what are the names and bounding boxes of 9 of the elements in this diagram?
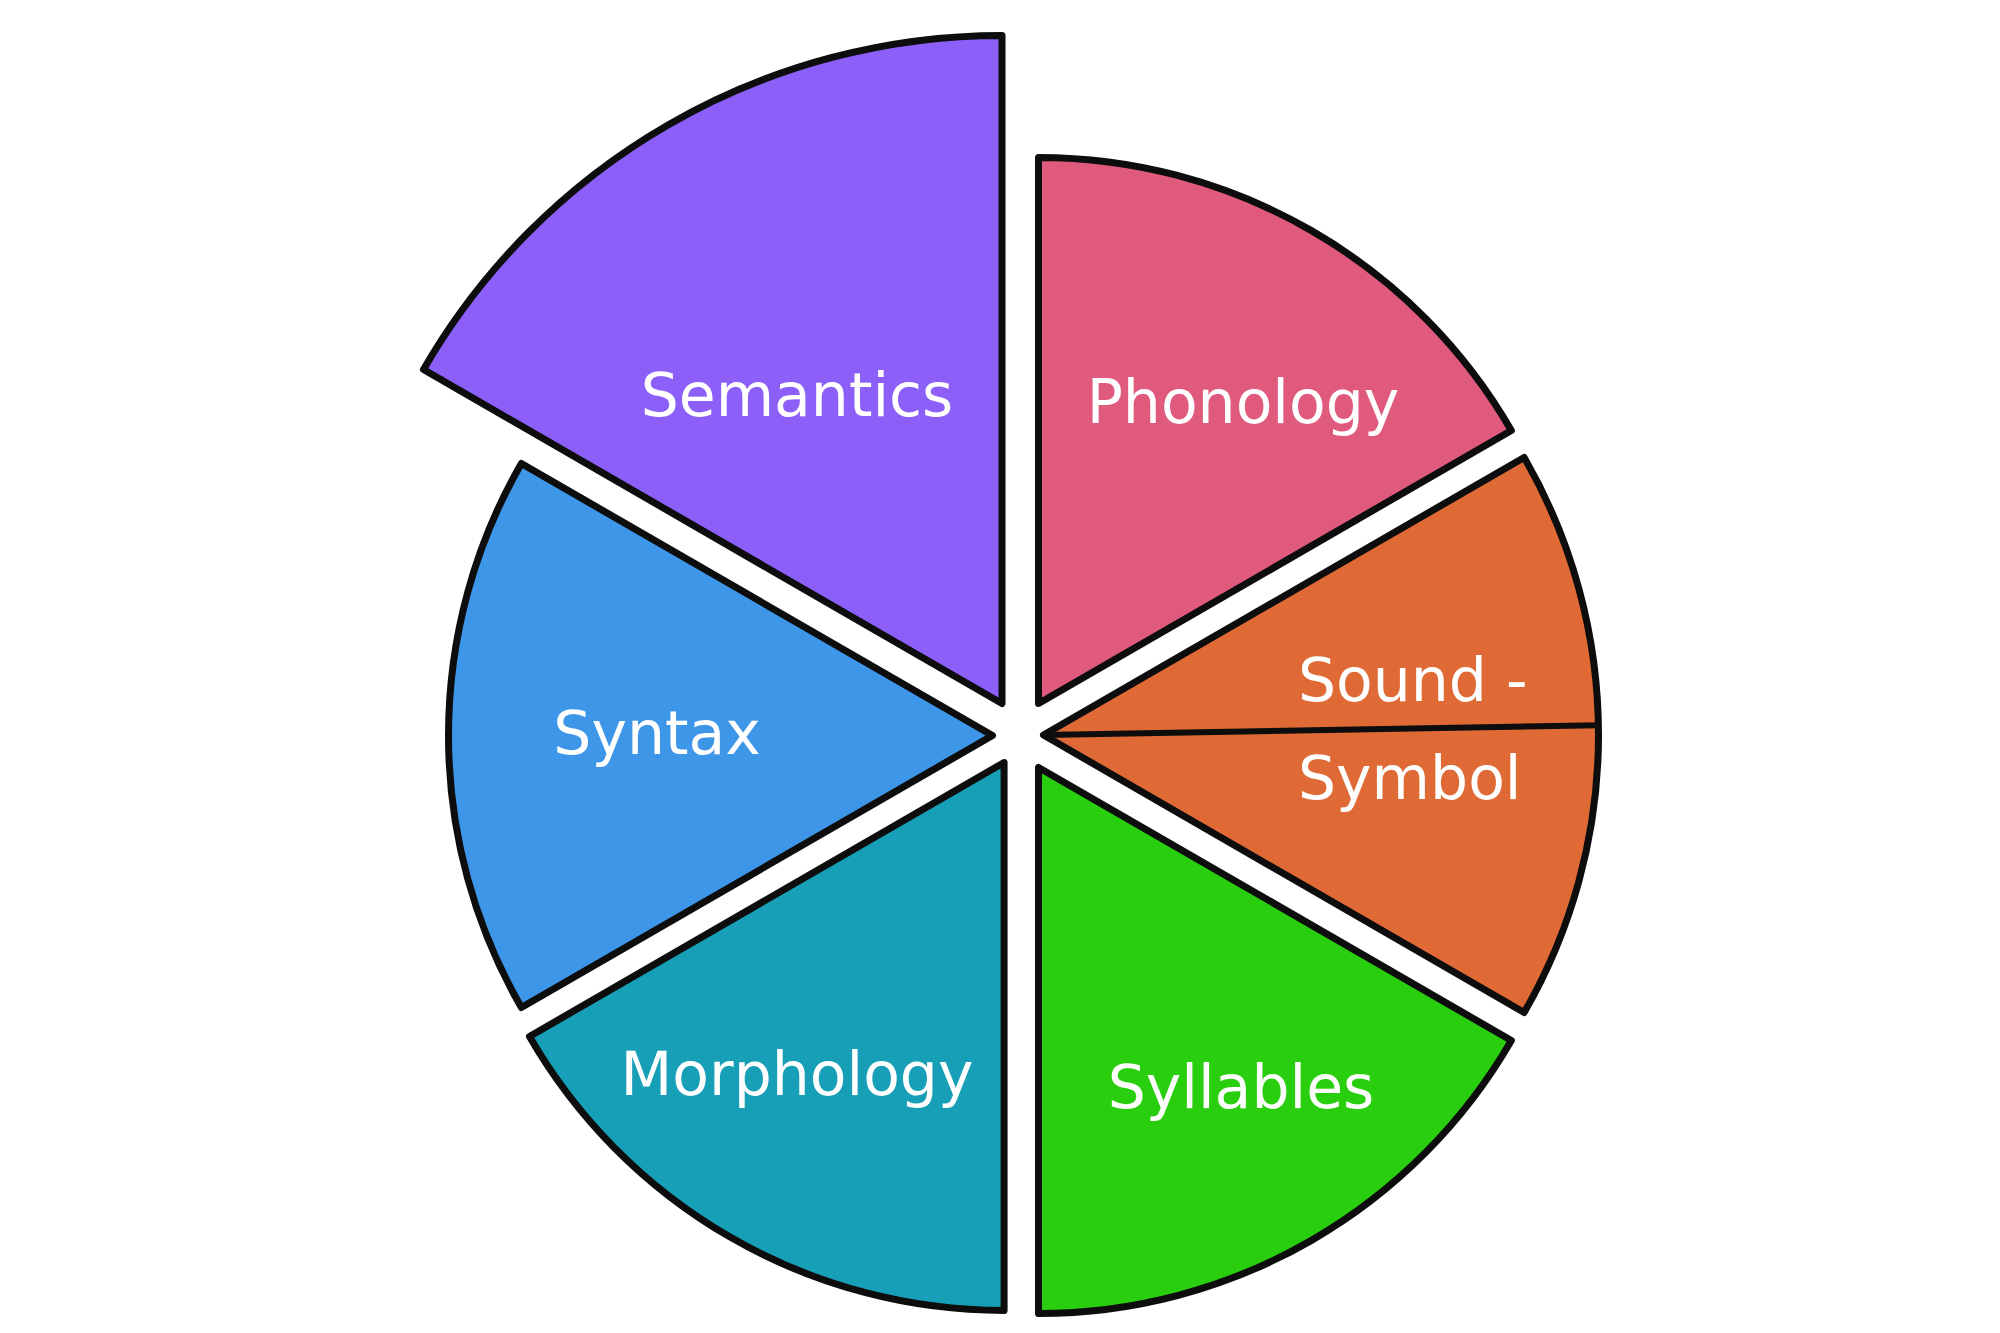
pie-wedge bbox=[419, 31, 1007, 709]
wedge-label: Phonology bbox=[1086, 366, 1400, 438]
pie-wedge bbox=[1038, 453, 1603, 1017]
wedge-label: Syllables bbox=[1107, 1051, 1375, 1123]
wedge-label: Sound - Symbol bbox=[1298, 644, 1529, 815]
wedge-label: Semantics bbox=[640, 359, 954, 431]
wedge-label: Morphology bbox=[620, 1038, 974, 1110]
wedge-label: Syntax bbox=[553, 697, 761, 769]
pie-wedge bbox=[443, 458, 997, 1012]
